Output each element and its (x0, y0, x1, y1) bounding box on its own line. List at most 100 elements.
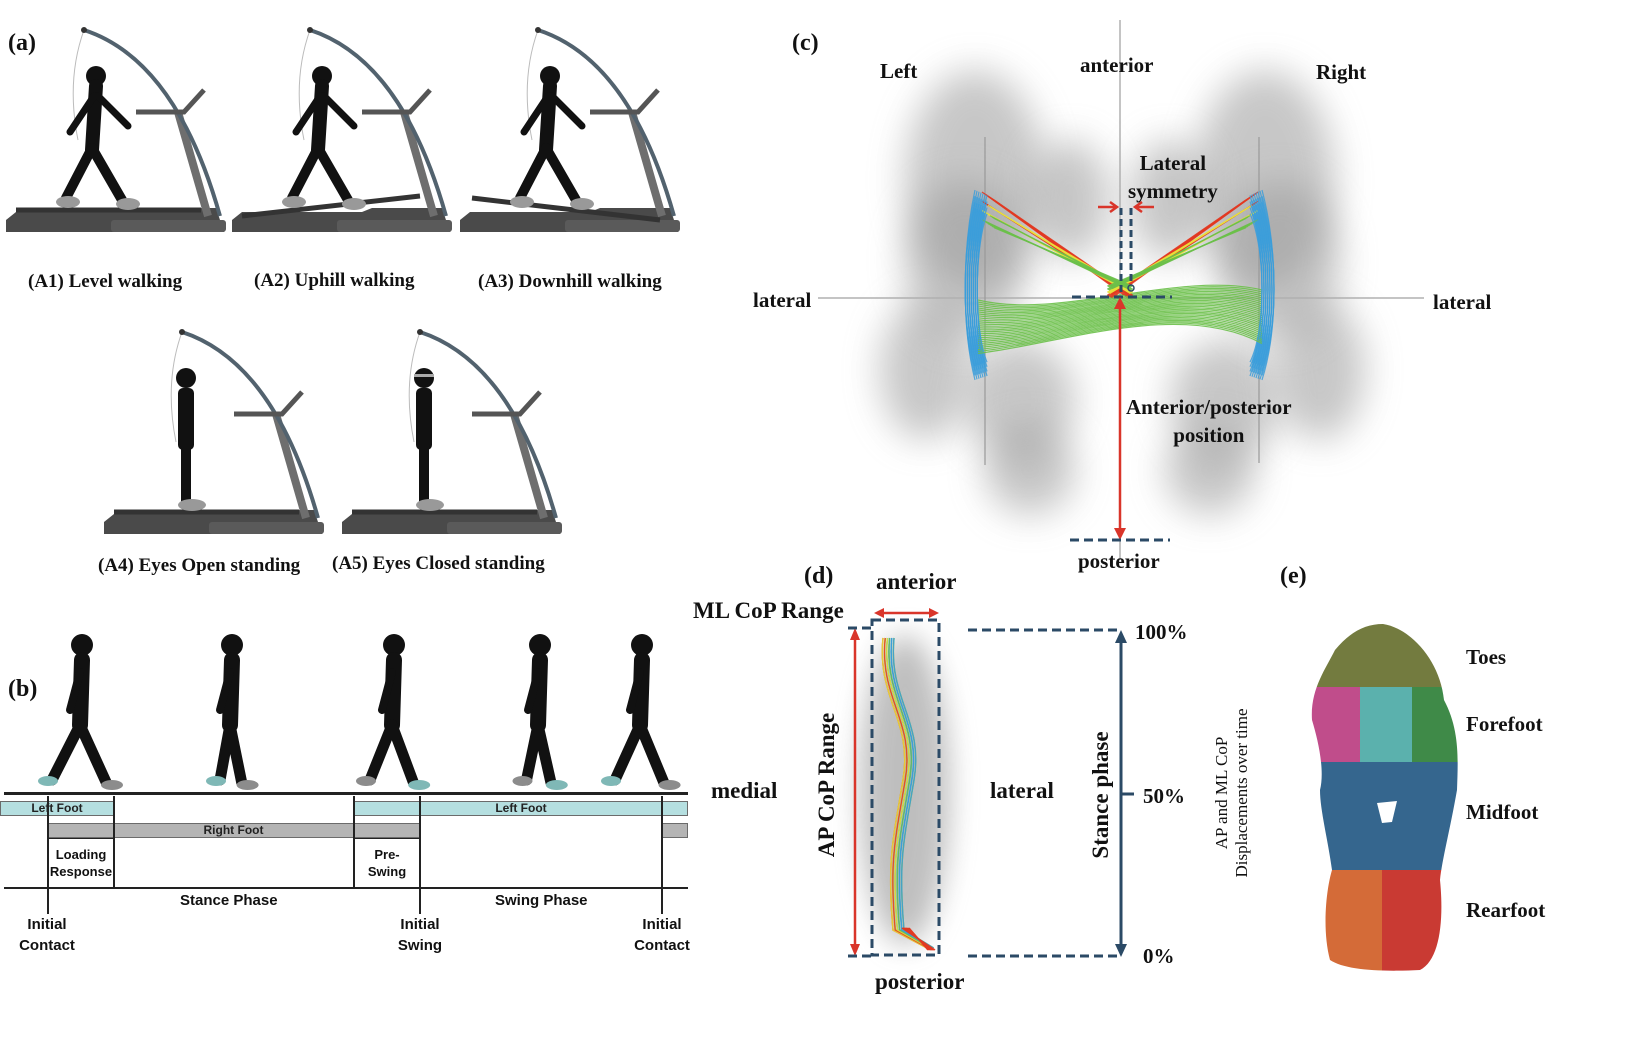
trace-right-heel (1251, 212, 1265, 364)
arc-tip-icon (417, 329, 423, 335)
walker-figure-1 (38, 634, 123, 790)
caption-a4: (A4) Eyes Open standing (98, 555, 301, 576)
person-head-icon (86, 66, 106, 86)
walker-arm-icon (524, 668, 542, 714)
walker-shoe-front-icon (545, 780, 568, 790)
sub-phase-box-top (47, 838, 115, 839)
walker-shoe-front-icon (236, 780, 259, 790)
region-rearfoot-medial (1311, 870, 1382, 971)
walker-shoe-back-icon (356, 776, 376, 786)
safety-harness-line (170, 331, 183, 443)
arc-tip-icon (307, 27, 313, 33)
person-arms-icon (292, 92, 358, 136)
trace-right-heel (1259, 209, 1273, 366)
initial-swing-line (419, 796, 421, 914)
treadmill-deck-icon (241, 193, 421, 219)
walker-head-icon (631, 634, 653, 656)
walker-legs-icon (521, 719, 557, 788)
caption-a3: (A3) Downhill walking (478, 271, 662, 292)
person-shoe-icon (116, 198, 140, 210)
treadmill-upright-icon (510, 412, 548, 520)
arc-tip-icon (535, 27, 541, 33)
blindfold-icon (414, 374, 434, 377)
pressure-cloud-7 (905, 180, 1025, 340)
left-foot-bar-2: Left Foot (354, 801, 688, 816)
cop-trace-heel-strike (908, 927, 929, 951)
trace-right-heel (1249, 213, 1263, 363)
trace-right-heel (1261, 208, 1275, 367)
safety-arc-icon (181, 330, 320, 519)
panel-d-label: (d) (804, 563, 834, 589)
label-right: Right (1316, 60, 1367, 84)
panel-c-label: (c) (792, 30, 819, 56)
treadmill-console-icon (590, 88, 660, 115)
label-ap-position: Anterior/posterior position (1126, 393, 1292, 449)
event-3-line2: Contact (634, 937, 690, 954)
safety-arc-icon (537, 28, 676, 217)
region-forefoot-central (1360, 687, 1412, 762)
arc-tip-icon (179, 329, 185, 335)
region-forefoot-medial (1311, 687, 1360, 762)
person-torso-icon (178, 388, 194, 450)
event-1-line1: Initial (27, 916, 67, 933)
walker-shoe-front-icon (658, 780, 681, 790)
event-initial-swing: Initial Swing (375, 914, 465, 956)
event-2-line2: Swing (397, 937, 443, 954)
treadmill-upright-icon (628, 110, 666, 218)
walker-head-icon (71, 634, 93, 656)
person-shoe-icon (342, 198, 366, 210)
region-toes (1311, 624, 1458, 687)
pre-swing-label: Pre- Swing (354, 846, 420, 880)
label-posterior-c: posterior (1078, 549, 1160, 573)
person-head-icon (540, 66, 560, 86)
treadmill-a5 (342, 329, 562, 534)
person-head-icon (414, 368, 434, 388)
loading-response-line1: Loading (55, 847, 107, 862)
symmetry-marker-circle (1127, 284, 1135, 292)
label-posterior-d: posterior (875, 969, 965, 994)
cop-trace-d (881, 637, 928, 949)
ap-arrow-head-down-icon (850, 944, 860, 956)
ml-arrow-head-right-icon (929, 608, 939, 618)
pressure-cloud-11 (985, 425, 1075, 515)
foot-regions (1311, 624, 1458, 971)
initial-contact-line-1 (47, 796, 49, 914)
trace-left-heel (974, 212, 986, 364)
label-left: Left (880, 59, 918, 83)
right-foot-bar-1: Right Foot (47, 823, 420, 838)
person-legs-icon (61, 143, 127, 205)
event-3-line1: Initial (642, 916, 682, 933)
person-legs-icon (287, 143, 353, 205)
walker-head-icon (383, 634, 405, 656)
pressure-cloud-9 (1130, 140, 1210, 260)
event-2-line1: Initial (400, 916, 440, 933)
trace-left-heel (976, 213, 988, 363)
ground-line (4, 792, 688, 795)
walker-legs-icon (609, 719, 670, 788)
person-shoe-icon (282, 196, 306, 208)
region-label-rearfoot: Rearfoot (1466, 898, 1546, 922)
phase-divider-line (4, 887, 688, 889)
midfoot-gap (1377, 801, 1397, 823)
person-legs-icon (181, 446, 191, 502)
caption-a2: (A2) Uphill walking (254, 270, 415, 291)
region-label-midfoot: Midfoot (1466, 800, 1539, 824)
loading-response-line2: Response (49, 864, 113, 879)
treadmill-foot-icon (565, 220, 680, 232)
ap-arrow-head-down-icon (1114, 528, 1126, 540)
trace-diagonal-left (993, 227, 1134, 287)
trace-left-heel (970, 210, 982, 365)
stance-phase-label: Stance Phase (180, 892, 278, 909)
pre-swing-start-line (353, 796, 355, 888)
person-legs-icon (515, 143, 581, 205)
tick-50: 50% (1143, 784, 1185, 808)
walker-shoe-back-icon (38, 776, 58, 786)
initial-contact-line-2 (661, 796, 663, 914)
walker-head-icon (221, 634, 243, 656)
label-ml-cop-range: ML CoP Range (693, 598, 844, 623)
loading-response-end-line (113, 796, 115, 888)
safety-arc-icon (83, 28, 222, 217)
label-lateral-right: lateral (1433, 290, 1492, 314)
